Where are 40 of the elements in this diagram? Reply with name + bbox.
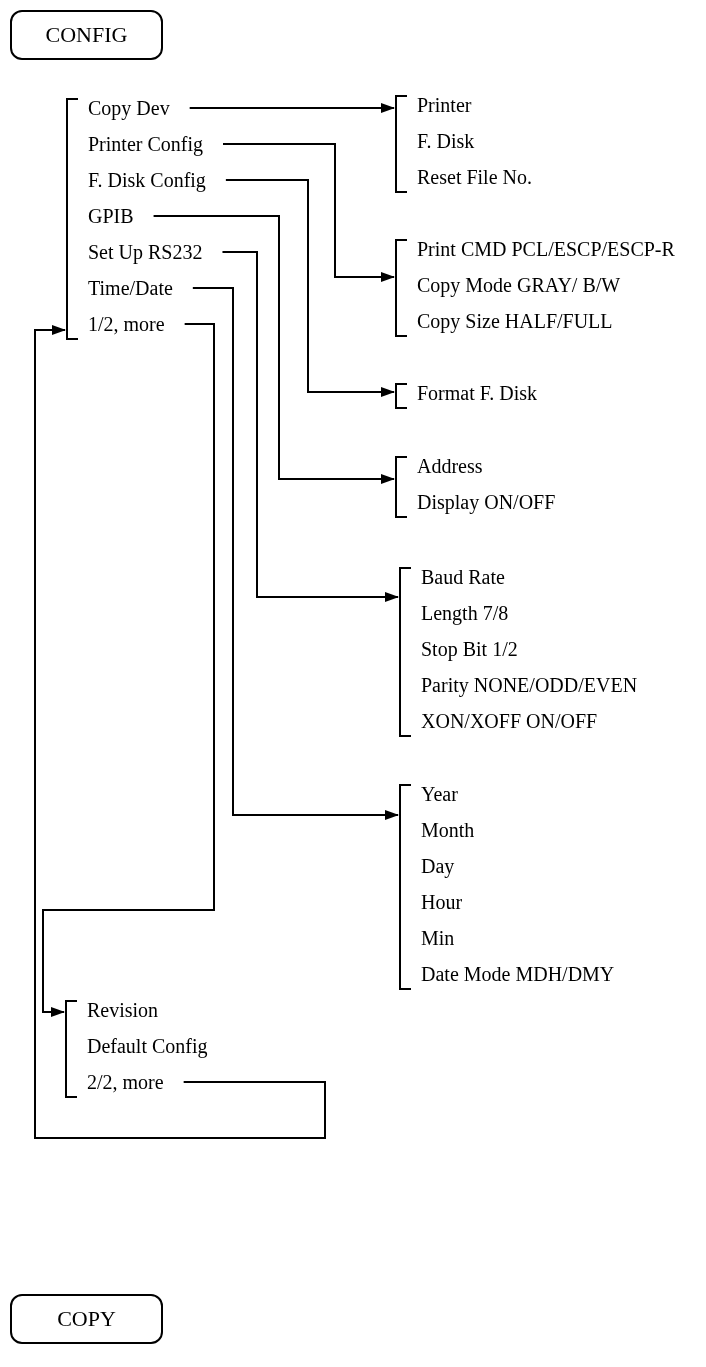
menu-item: Baud Rate (421, 565, 505, 590)
menu-item: F. Disk (417, 129, 475, 154)
menu-item: Reset File No. (417, 165, 532, 190)
menu-item: Default Config (87, 1034, 208, 1060)
arrow (221, 251, 399, 602)
menu-item: Copy Mode GRAY/ B/W (417, 273, 621, 299)
menu-item: Print CMD PCL/ESCP/ESCP-R (417, 237, 675, 262)
menu-item: 1/2, more (88, 306, 165, 342)
menu-item: Parity NONE/ODD/EVEN (421, 673, 638, 699)
mode-box: CONFIG (10, 10, 163, 60)
menu-item: F. Disk Config (88, 162, 206, 198)
menu-item: Format F. Disk (417, 381, 538, 406)
menu-item: Copy Size HALF/FULL (417, 309, 613, 335)
mode-box: COPY (10, 1294, 163, 1344)
arrow (222, 143, 395, 282)
menu-item: Month (421, 818, 475, 843)
menu-item: Revision (87, 998, 159, 1023)
menu-item: Date Mode MDH/DMY (421, 962, 615, 987)
menu-item: Address (417, 454, 483, 479)
arrow (34, 325, 326, 1139)
menu-item: Min (421, 926, 455, 951)
arrow (152, 215, 395, 484)
menu-item: Year (421, 782, 458, 807)
arrow (42, 323, 215, 1017)
menu-item: Copy Dev (88, 90, 170, 126)
menu-item: XON/XOFF ON/OFF (421, 709, 598, 734)
menu-item: 2/2, more (87, 1064, 164, 1100)
menu-item: Day (421, 854, 455, 880)
menu-item: Set Up RS232 (88, 234, 203, 270)
menu-item: Length 7/8 (421, 601, 509, 627)
menu-item: GPIB (88, 198, 134, 234)
menu-item: Hour (421, 890, 463, 915)
arrow (188, 103, 395, 113)
arrow (224, 179, 395, 397)
arrow (191, 287, 399, 820)
menu-item: Time/Date (88, 270, 173, 306)
menu-item: Printer Config (88, 126, 203, 162)
menu-item: Printer (417, 93, 472, 118)
menu-item: Display ON/OFF (417, 490, 556, 516)
menu-item: Stop Bit 1/2 (421, 637, 518, 663)
